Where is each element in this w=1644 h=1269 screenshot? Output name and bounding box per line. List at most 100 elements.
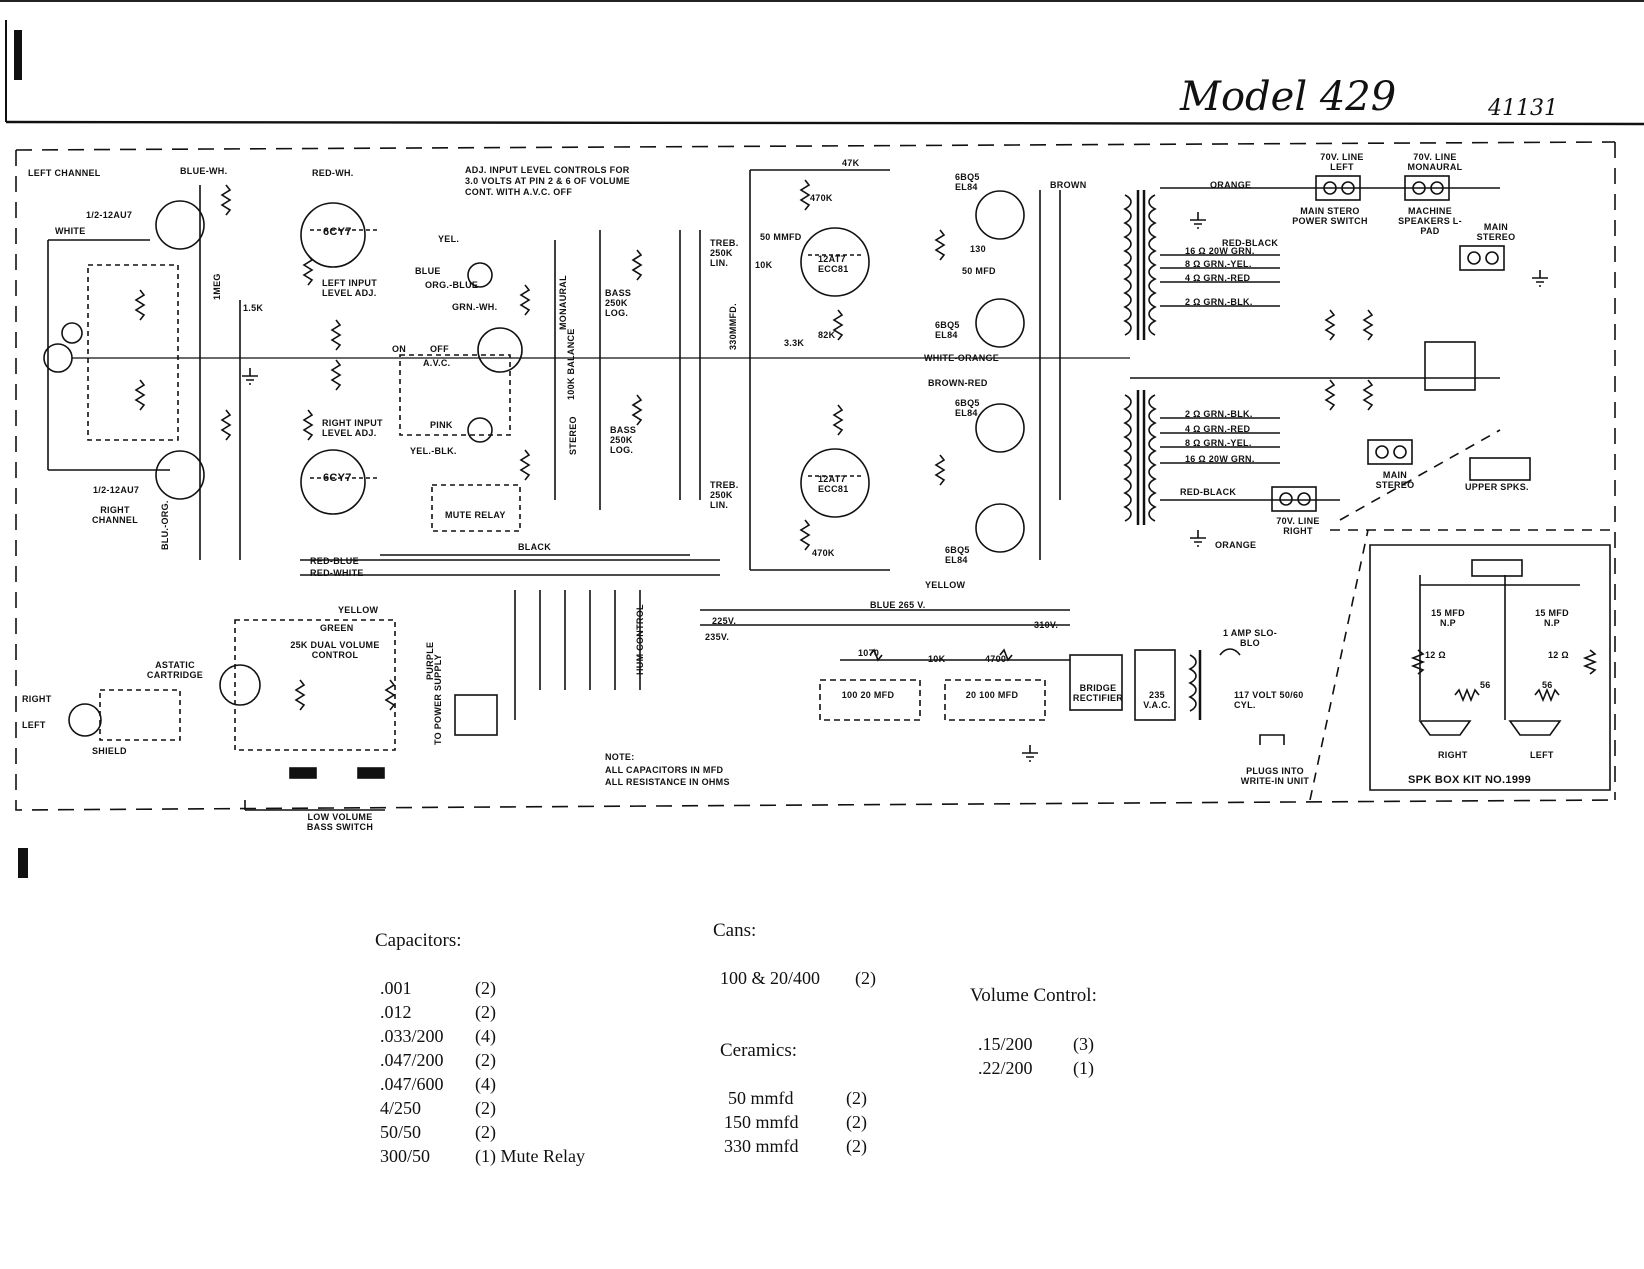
monaural-label: MONAURAL (558, 275, 568, 330)
tube-12au7-bottom: 1/2-12AU7 (93, 485, 140, 495)
val-can-1: 100 20 MFD (841, 690, 895, 700)
val-82k: 82K (818, 330, 836, 340)
fuse-label: 1 AMP SLO-BLO (1222, 628, 1277, 648)
line-right-label: 70V. LINE RIGHT (1276, 516, 1320, 536)
cap-value: .033/200 (380, 1026, 444, 1046)
wire-orange: ORANGE (1210, 180, 1252, 190)
wire-red-blue: RED-BLUE (310, 556, 359, 566)
cap-row-7: 50/50 (2) (380, 1122, 496, 1143)
cap-row-3: .033/200 (4) (380, 1026, 496, 1047)
wire-blu-org: BLU.-ORG. (160, 500, 170, 550)
ceramics-title: Ceramics: (720, 1040, 798, 1061)
volume-qty: (1) (1073, 1058, 1094, 1078)
ceramics-value: 50 mmfd (728, 1088, 794, 1108)
on-label: ON (392, 344, 407, 354)
wire-yellow-2: YELLOW (338, 605, 379, 615)
cap-value: 300/50 (380, 1146, 431, 1166)
cap-qty: (4) (475, 1074, 496, 1094)
ceramics-row-3: 330 mmfd(2) (724, 1136, 867, 1157)
astatic-cartridge-label: ASTATIC CARTRIDGE (146, 660, 204, 680)
cap-qty: (4) (475, 1026, 496, 1046)
wire-yellow: YELLOW (925, 580, 966, 590)
main-stereo-power-label: MAIN STERO POWER SWITCH (1292, 206, 1368, 226)
adj-input-note: ADJ. INPUT LEVEL CONTROLS FOR 3.0 VOLTS … (465, 165, 630, 197)
voltage-265: BLUE 265 V. (870, 600, 926, 610)
hum-control-label: HUM CONTROL (635, 604, 645, 675)
stereo-label: STEREO (568, 416, 578, 455)
balance-label: 100K BALANCE (566, 328, 576, 400)
line-mono-label: 70V. LINE MONAURAL (1407, 152, 1463, 172)
tube-12au7-top: 1/2-12AU7 (86, 210, 133, 220)
treble-bottom-label: TREB. 250K LIN. (710, 480, 739, 510)
cap-qty: (2) (475, 978, 496, 998)
val-56-l: 56 (1480, 680, 1491, 690)
avc-label: A.V.C. (423, 358, 451, 368)
scan-mark (14, 30, 22, 80)
cans-qty: (2) (855, 968, 876, 988)
voltage-225: 225V. (712, 616, 737, 626)
wire-yel: YEL. (438, 234, 460, 244)
left-channel-label: LEFT CHANNEL (28, 168, 101, 178)
tap-top-4: 4 Ω GRN.-RED (1185, 273, 1251, 283)
wire-org-blue: ORG.-BLUE (425, 280, 479, 290)
cap-row-1: .001(2) (380, 978, 496, 999)
cap-qty: (2) (475, 1122, 496, 1142)
main-stereo-top-label: MAIN STEREO (1476, 222, 1516, 242)
tube-6cy7-top: 6CY7 (323, 226, 352, 238)
volume-qty: (3) (1073, 1034, 1094, 1054)
wire-blue: BLUE (415, 266, 441, 276)
val-15mfd-np-l: 15 MFD N.P (1431, 608, 1465, 628)
wire-brown: BROWN (1050, 180, 1087, 190)
val-can-2: 20 100 MFD (965, 690, 1019, 700)
wire-brown-red: BROWN-RED (928, 378, 988, 388)
val-12ohm-l: 12 Ω (1425, 650, 1446, 660)
note-label: NOTE: (605, 752, 635, 762)
tube-12at7-bottom: 12AT7 ECC81 (818, 474, 849, 494)
cap-value: 50/50 (380, 1122, 422, 1142)
treble-top-label: TREB. 250K LIN. (710, 238, 739, 268)
volume-value: .15/200 (978, 1034, 1033, 1054)
volume-value: .22/200 (978, 1058, 1033, 1078)
cans-row-1: 100 & 20/400(2) (720, 968, 876, 989)
plugs-into-label: PLUGS INTO WRITE-IN UNIT (1240, 766, 1310, 786)
note-capacitors: ALL CAPACITORS IN MFD (605, 765, 724, 775)
cap-row-2: .012(2) (380, 1002, 496, 1023)
wire-red-wh: RED-WH. (312, 168, 354, 178)
wire-grn-wh: GRN.-WH. (452, 302, 498, 312)
vac-label: 235 V.A.C. (1143, 690, 1171, 710)
val-470k-a: 470K (810, 193, 833, 203)
machine-speakers-label: MACHINE SPEAKERS L-PAD (1398, 206, 1462, 236)
tube-el84-4: 6BQ5 EL84 (945, 545, 970, 565)
doc-number: 41131 (1488, 96, 1558, 121)
tap-bottom-4: 4 Ω GRN.-RED (1185, 424, 1251, 434)
spk-right-label: RIGHT (1438, 750, 1468, 760)
note-resistance: ALL RESISTANCE IN OHMS (605, 777, 730, 787)
tube-6cy7-bottom: 6CY7 (323, 472, 352, 484)
schematic-diagram (5, 20, 1644, 811)
tap-top-8: 8 Ω GRN.-YEL. (1185, 259, 1252, 269)
val-56-r: 56 (1542, 680, 1553, 690)
tap-bottom-16: 16 Ω 20W GRN. (1185, 454, 1255, 464)
val-330mmfd: 330MMFD. (728, 303, 738, 350)
capacitors-title: Capacitors: (375, 930, 462, 951)
volume-row-1: .15/200 (3) (978, 1034, 1094, 1055)
wire-white-orange: WHITE-ORANGE (924, 353, 1000, 363)
wire-black: BLACK (518, 542, 551, 552)
voltage-235: 235V. (705, 632, 730, 642)
main-stereo-bottom-label: MAIN STEREO (1375, 470, 1415, 490)
ceramics-value: 330 mmfd (724, 1136, 799, 1156)
val-10k: 10K (755, 260, 773, 270)
bass-top-label: BASS 250K LOG. (605, 288, 632, 318)
tube-el84-1: 6BQ5 EL84 (955, 172, 980, 192)
wire-white: WHITE (55, 226, 86, 236)
cap-qty: (2) (475, 1050, 496, 1070)
cap-value: .047/600 (380, 1074, 444, 1094)
left-input-level-label: LEFT INPUT LEVEL ADJ. (322, 278, 377, 298)
tap-bottom-2: 2 Ω GRN.-BLK. (1185, 409, 1253, 419)
wire-pink: PINK (430, 420, 453, 430)
voltage-310: 310V. (1034, 620, 1059, 630)
cap-qty: (2) (475, 1098, 496, 1118)
wire-purple: PURPLE (425, 641, 435, 680)
val-50mfd: 50 MFD (962, 266, 996, 276)
